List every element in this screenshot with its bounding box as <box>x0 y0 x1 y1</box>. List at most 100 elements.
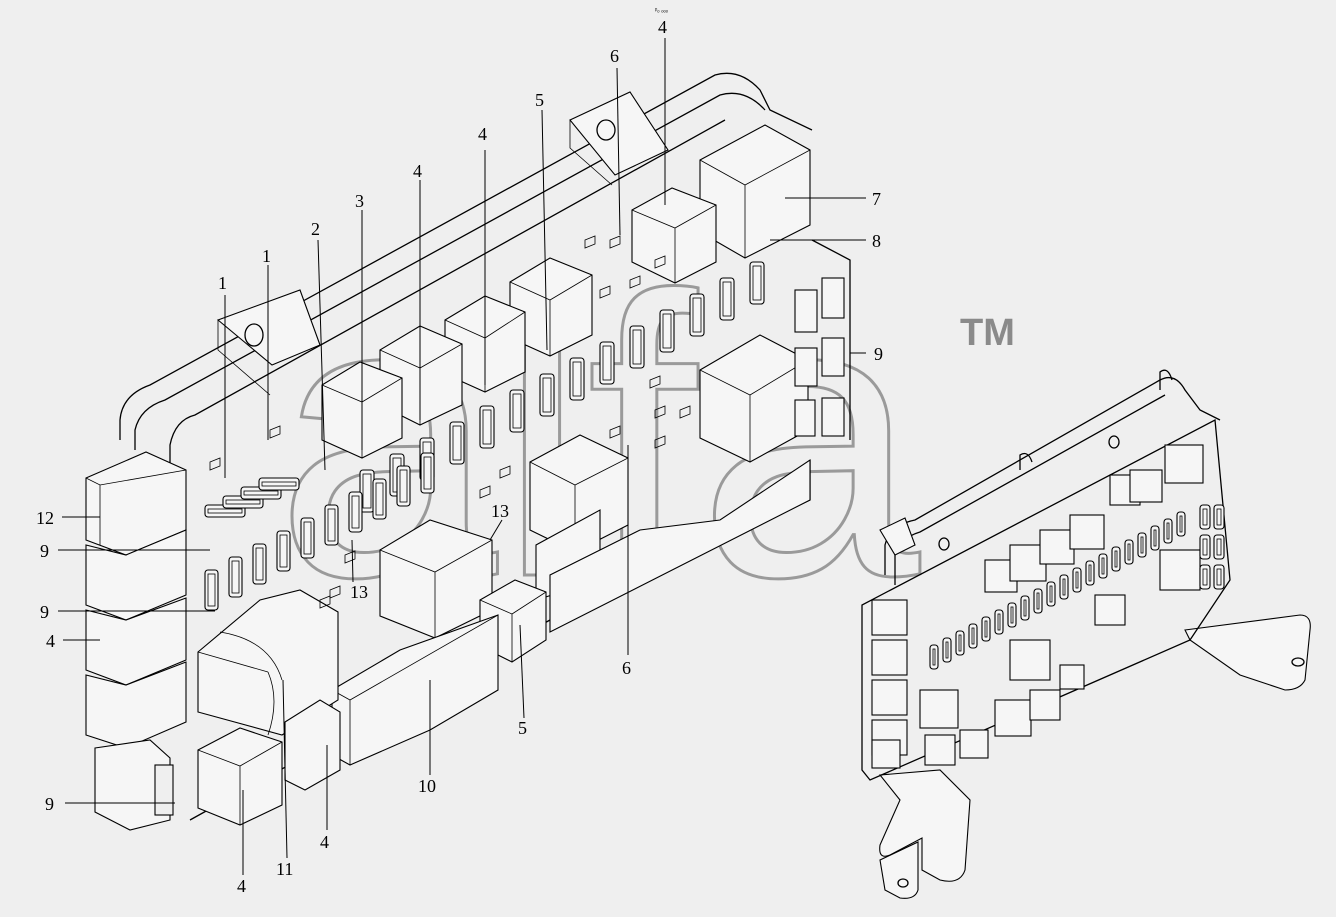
secondary-mount-hole-1 <box>938 537 950 551</box>
secondary-relay <box>871 639 908 676</box>
leader-5-top <box>541 109 548 351</box>
secondary-relay <box>1039 529 1075 565</box>
relay-11-edges <box>197 631 283 736</box>
leader-13-a <box>489 519 503 541</box>
callout-4-bottom-mid: 4 <box>320 832 329 852</box>
secondary-hook <box>1159 369 1173 390</box>
secondary-relay <box>994 699 1032 737</box>
small-connector <box>654 405 666 419</box>
secondary-fuse-side <box>1213 534 1225 560</box>
relay-5-lower-edges <box>479 591 547 662</box>
housing-inner-rim <box>134 92 766 450</box>
fuse-right-1 <box>794 289 818 333</box>
secondary-fuse <box>968 623 978 649</box>
secondary-relay <box>1009 639 1051 681</box>
relay-4-top <box>631 187 717 284</box>
small-connector <box>319 595 331 609</box>
relay-left-4 <box>85 597 187 686</box>
callout-9-right: 9 <box>874 344 883 364</box>
mount-bracket-top-edge <box>569 120 613 186</box>
relay-13-edges <box>379 539 493 638</box>
fuse-right-6 <box>794 399 816 437</box>
leader-6-top <box>616 67 621 236</box>
callout-6-top: 6 <box>610 46 619 66</box>
right-side-fuses <box>794 277 845 437</box>
fuse-lower <box>420 452 435 494</box>
fuse-horizontal <box>258 477 300 491</box>
secondary-bracket-bottom <box>878 769 971 882</box>
fuse-row-main <box>204 261 765 611</box>
secondary-fuse-side <box>1199 534 1211 560</box>
leader-5-bottom <box>519 624 525 719</box>
small-connector <box>269 425 281 439</box>
secondary-fuse <box>1007 602 1017 628</box>
secondary-fuse <box>1046 581 1056 607</box>
secondary-fuse <box>1176 511 1186 537</box>
secondary-relay <box>959 729 989 759</box>
fuse-upper <box>659 309 675 353</box>
secondary-relay <box>1164 444 1204 484</box>
fuse-lower <box>324 504 339 546</box>
leader-lines <box>58 38 866 875</box>
secondary-mount-hole-2 <box>1108 435 1120 449</box>
secondary-fuse <box>981 616 991 642</box>
relay-lower-block <box>549 458 811 633</box>
small-connector <box>584 235 596 249</box>
small-connector <box>654 255 666 269</box>
mount-bracket-left <box>216 289 321 366</box>
secondary-relay <box>1029 689 1061 721</box>
fuse-upper <box>509 389 525 433</box>
small-connector <box>609 235 621 249</box>
secondary-relay <box>1094 594 1126 626</box>
fuse-lower <box>276 530 291 572</box>
relays-left-column <box>85 451 187 831</box>
secondary-fuse <box>1020 595 1030 621</box>
figure-top-code: ᵖₒ ₒₒₒ <box>655 8 669 14</box>
callout-7: 7 <box>872 189 881 209</box>
secondary-relay <box>1159 549 1201 591</box>
secondary-fuse <box>955 630 965 656</box>
fuse-lower <box>372 478 387 520</box>
small-connector <box>649 375 661 389</box>
fuse-right-5 <box>794 347 818 387</box>
callout-4-bottom-left: 4 <box>237 876 246 896</box>
callout-4-left: 4 <box>46 631 55 651</box>
mount-bracket-left-edge <box>217 320 271 396</box>
secondary-fuse-box <box>861 369 1311 899</box>
secondary-relay <box>871 599 908 636</box>
small-connector <box>479 485 491 499</box>
secondary-mount-left <box>879 517 916 556</box>
fuse-upper <box>719 277 735 321</box>
relay-large-right-edges <box>699 359 809 462</box>
callout-1-b: 1 <box>262 246 271 266</box>
relay-11 <box>197 589 339 736</box>
relay-5-top-edges <box>509 274 593 356</box>
callout-12: 12 <box>36 508 54 528</box>
secondary-relay <box>1069 514 1105 550</box>
fuse-upper <box>569 357 585 401</box>
relay-4-bottom-left-edges <box>197 741 283 825</box>
secondary-fuse <box>942 637 952 663</box>
secondary-relay <box>1129 469 1163 503</box>
small-connector <box>654 435 666 449</box>
relay-7-edges <box>699 149 811 258</box>
secondary-bracket-hole-bottom <box>897 878 909 888</box>
callout-9-bottom: 9 <box>45 794 54 814</box>
fuse-lower <box>396 465 411 507</box>
small-connector <box>499 465 511 479</box>
relay-left-2 <box>85 529 187 621</box>
small-connector <box>629 275 641 289</box>
fuse-lower <box>204 569 219 611</box>
mount-hole-left <box>244 323 264 347</box>
housing-top-rim <box>119 72 813 440</box>
leader-13-b <box>351 539 354 583</box>
fuse-upper <box>599 341 615 385</box>
small-connector <box>609 425 621 439</box>
leader-2 <box>317 239 326 471</box>
secondary-relay <box>919 689 959 729</box>
fuse-upper <box>749 261 765 305</box>
secondary-fuse <box>1059 574 1069 600</box>
secondary-relay <box>1059 664 1085 690</box>
callout-labels: 4 6 5 4 4 3 2 1 1 7 8 9 12 9 9 4 13 13 6… <box>36 17 883 896</box>
